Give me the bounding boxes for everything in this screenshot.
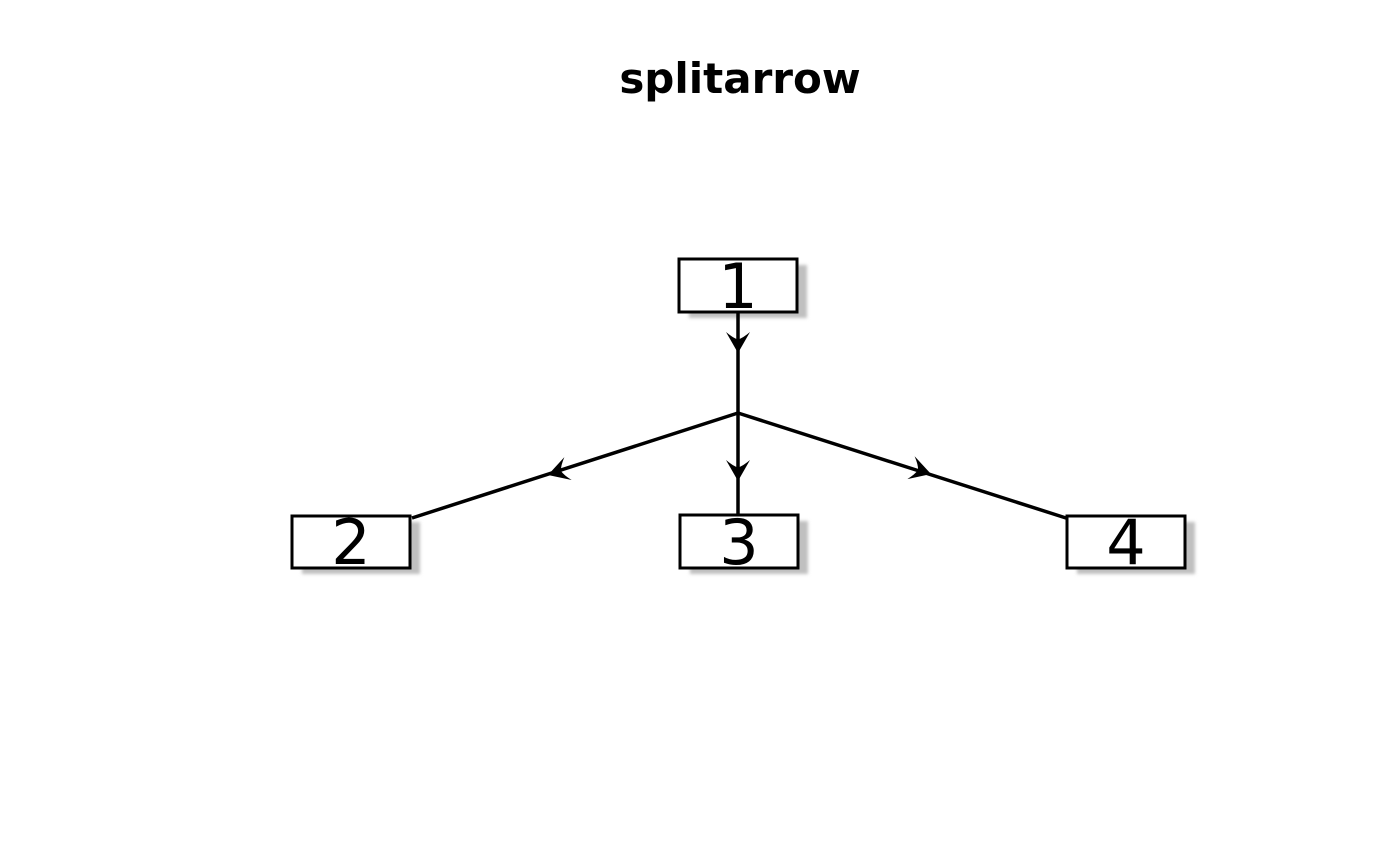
diagram-title: splitarrow [619, 54, 860, 103]
node-2-box [290, 514, 412, 570]
arrowhead-to-node-2-icon [544, 457, 572, 487]
node-4-label: 4 [1106, 506, 1145, 579]
arrowhead-to-node-4-icon [907, 456, 935, 486]
node-1: 1 [677, 250, 799, 323]
node-2: 2 [290, 506, 412, 579]
node-3-label: 3 [719, 506, 758, 579]
nodes: 1 2 3 4 [290, 250, 1187, 579]
node-2-label: 2 [331, 506, 370, 579]
edge-1-to-4 [737, 411, 1067, 520]
edge-1-to-2 [411, 411, 739, 520]
node-3-box [678, 513, 800, 570]
node-1-label: 1 [718, 250, 757, 323]
edges [411, 312, 1067, 520]
node-4: 4 [1065, 506, 1187, 579]
node-3: 3 [678, 506, 800, 579]
node-4-box [1065, 514, 1187, 570]
node-1-box [677, 257, 799, 314]
